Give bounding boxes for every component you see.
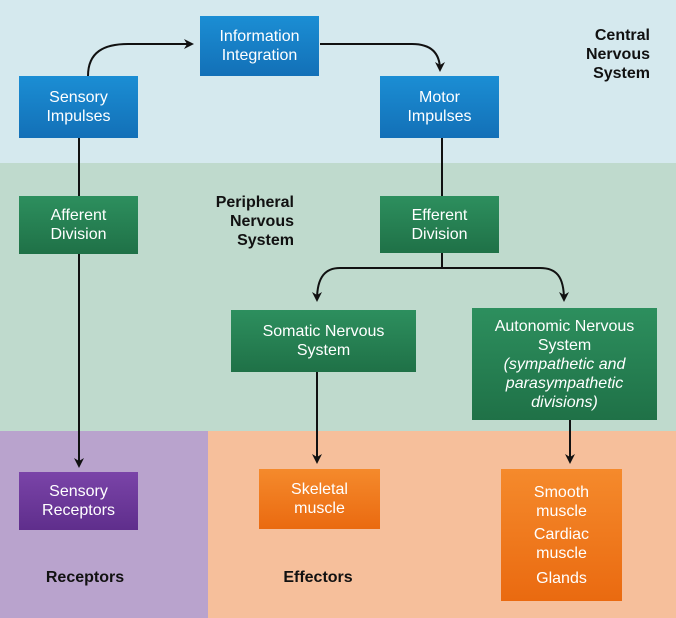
arrow-integration-to-motor <box>320 43 445 72</box>
visceral-effectors-box: Smooth muscle Cardiac muscle Glands <box>501 469 622 601</box>
box-text: Motor <box>419 89 460 106</box>
information-integration-box: Information Integration <box>200 16 319 76</box>
autonomic-nervous-system-box: Autonomic Nervous System (sympathetic an… <box>472 308 657 420</box>
cns-label-line: Central <box>594 27 650 44</box>
somatic-nervous-system-box: Somatic Nervous System <box>231 310 416 372</box>
arrow-to-autonomic <box>442 267 569 302</box>
arrow-to-somatic <box>312 267 442 302</box>
sensory-receptors-box: Sensory Receptors <box>19 472 138 530</box>
box-text: Impulses <box>407 108 472 125</box>
box-text: Sensory <box>49 89 108 106</box>
pns-label-line: Peripheral <box>215 194 294 211</box>
effectors-label: Effectors <box>283 569 353 586</box>
sensory-impulses-box: Sensory Impulses <box>19 76 138 138</box>
box-note: (sympathetic and <box>503 355 626 373</box>
cns-label: Central Nervous System <box>560 26 650 83</box>
box-text: muscle <box>536 502 587 520</box>
motor-impulses-box: Motor Impulses <box>380 76 499 138</box>
box-text: Glands <box>536 569 587 587</box>
box-text: Sensory <box>49 483 108 500</box>
box-text: Division <box>411 225 468 243</box>
box-text: Autonomic Nervous <box>494 317 635 335</box>
box-text: Information <box>219 28 300 45</box>
box-note: parasympathetic <box>505 374 624 392</box>
box-text: muscle <box>294 500 345 517</box>
box-text: Efferent <box>411 206 468 224</box>
box-text: Cardiac <box>533 525 590 543</box>
pns-label-line: Nervous <box>229 213 294 230</box>
box-text: muscle <box>536 544 587 562</box>
cns-label-line: System <box>593 65 650 82</box>
box-text: System <box>296 342 351 359</box>
efferent-division-box: Efferent Division <box>380 196 499 253</box>
afferent-division-box: Afferent Division <box>19 196 138 254</box>
arrow-sensory-to-integration <box>87 39 194 77</box>
cns-label-line: Nervous <box>585 46 650 63</box>
box-text: System <box>537 336 592 354</box>
box-text: Receptors <box>42 502 115 519</box>
pns-label-line: System <box>237 232 294 249</box>
box-text: Division <box>50 226 107 243</box>
box-text: Smooth <box>533 483 590 501</box>
box-text: Skeletal <box>291 481 348 498</box>
box-text: Afferent <box>50 207 107 224</box>
box-text: Impulses <box>46 108 111 125</box>
pns-label: Peripheral Nervous System <box>180 193 294 250</box>
receptors-label: Receptors <box>45 569 125 586</box>
box-text: Somatic Nervous <box>262 323 385 340</box>
skeletal-muscle-box: Skeletal muscle <box>259 469 380 529</box>
box-note: divisions) <box>531 393 598 411</box>
box-text: Integration <box>221 47 298 64</box>
